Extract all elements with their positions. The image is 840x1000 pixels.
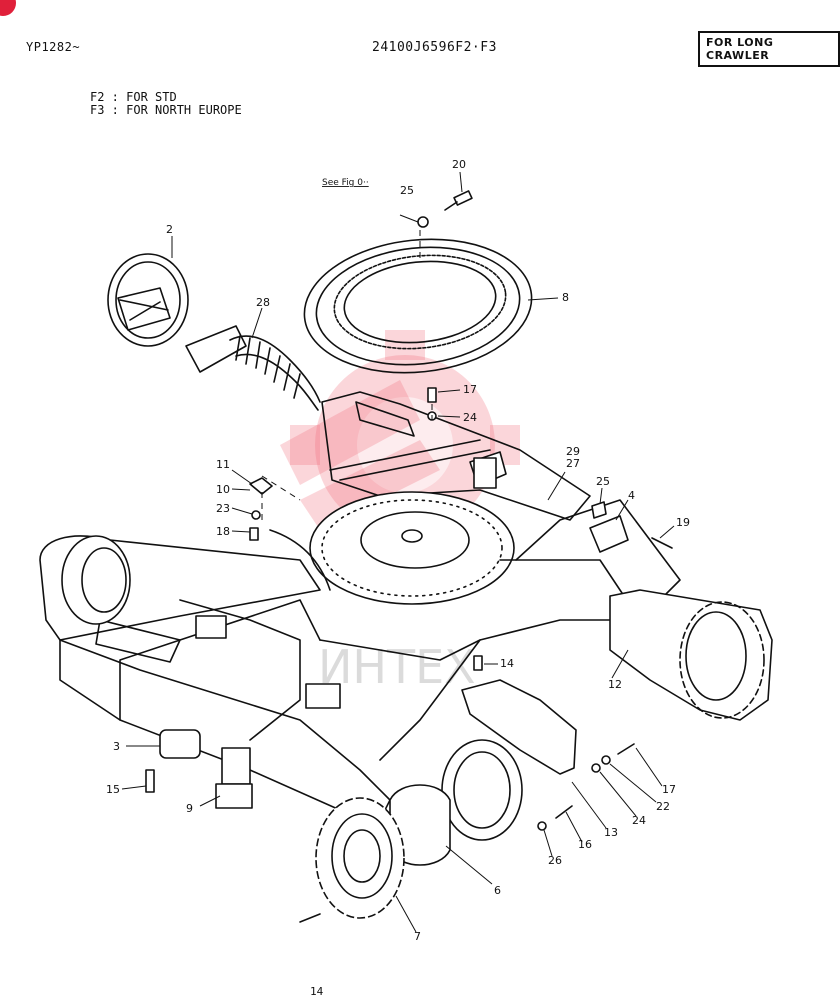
see-fig-note: See Fig 0·· [322,178,369,188]
callout-4: 4 [628,489,635,502]
callout-17b: 17 [662,783,676,796]
swing-plate-part [309,491,515,605]
callout-16: 16 [578,838,592,851]
note-f2: F2 : FOR STD [90,90,177,104]
callout-10: 10 [216,483,230,496]
idler-wheel-part [107,253,189,347]
callout-24: 24 [463,411,477,424]
washer-23-icon [251,510,261,520]
cylinder-lower-part [305,683,341,709]
callout-27: 27 [566,457,580,470]
callout-12: 12 [608,678,622,691]
nut-25-icon [417,216,429,228]
serial-range: YP1282~ [26,40,81,54]
callout-22: 22 [656,800,670,813]
callout-3: 3 [113,740,120,753]
cover-plate-part [461,679,577,775]
callout-26: 26 [548,854,562,867]
callout-9: 9 [186,802,193,815]
cylinder-left-part [195,615,227,639]
watermark-gear-icon [280,330,520,560]
front-idler-left-part [61,535,131,625]
callout-20: 20 [452,158,466,171]
bracket-10-icon [249,477,273,495]
callout-7: 7 [414,930,421,943]
part-number: 24100J6596F2·F3 [372,40,497,55]
callout-17: 17 [463,383,477,396]
cylinder-upper-part [473,457,497,489]
tension-spring-part [185,325,321,411]
callout-24b: 24 [632,814,646,827]
bolt-16-icon [555,805,573,819]
washer-24b-icon [591,763,601,773]
nut-25b-icon [591,501,607,519]
callout-13: 13 [604,826,618,839]
drive-sprocket-part [315,797,405,919]
washer-26-icon [537,821,547,831]
slewing-ring-part [303,238,533,374]
callout-18: 18 [216,525,230,538]
bolt-15-icon [145,769,155,793]
callout-14: 14 [500,657,514,670]
rear-sprocket-part [609,589,773,721]
corner-badge [0,0,16,16]
callout-8: 8 [562,291,569,304]
callout-11: 11 [216,458,230,471]
watermark-text: ИНТЕХ [318,640,476,694]
bolt-20-icon [444,190,473,211]
page-number: 14 [310,985,324,998]
callout-2: 2 [166,223,173,236]
callout-19: 19 [676,516,690,529]
bolt-17-icon [427,387,437,403]
callout-23: 23 [216,502,230,515]
callout-6: 6 [494,884,501,897]
callout-29: 29 [566,445,580,458]
leader-lines [121,171,675,933]
callout-28: 28 [256,296,270,309]
callout-15: 15 [106,783,120,796]
bracket-4-icon [589,515,629,553]
callout-25b: 25 [596,475,610,488]
bolt-19-icon [651,537,673,549]
long-crawler-label: FOR LONG CRAWLER [698,31,840,67]
bolt-17b-icon [617,743,635,755]
bolt-14-icon [473,655,483,671]
callout-labels: 20 25 2 8 28 17 24 29 27 11 10 25 4 23 1… [106,158,690,943]
note-f3: F3 : FOR NORTH EUROPE [90,103,242,117]
bolt-18-icon [249,527,259,541]
washer-22-icon [601,755,611,765]
callout-25: 25 [400,184,414,197]
sensor-part [159,729,253,809]
bolt-7-icon [299,913,321,923]
drive-motor-part [389,739,523,866]
